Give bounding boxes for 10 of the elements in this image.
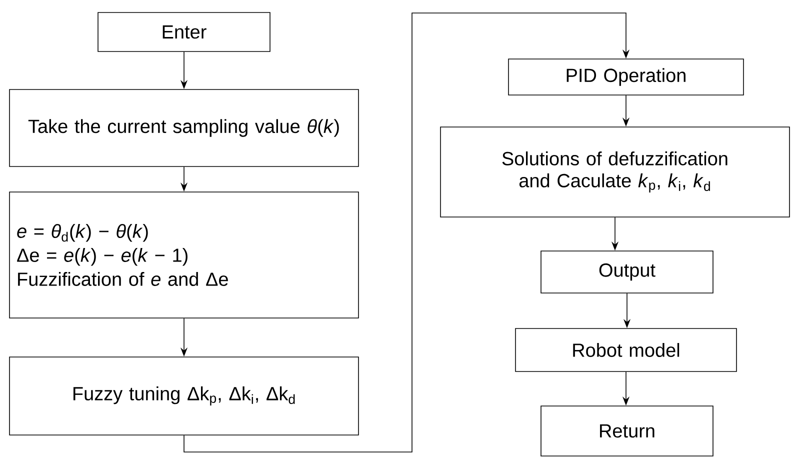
arrow	[184, 12, 630, 452]
process-box: e = θ$_{d}$(k) − θ(k) Δe = e(k) − e(k − 1) Fuzzification of e and Δe	[9, 192, 359, 318]
process-box: Enter	[98, 12, 270, 52]
process-box: Solutions of defuzzification and Caculate k$_{p}$, k$_{i}$, k$_{d}$	[440, 126, 790, 218]
process-box: Robot model	[515, 328, 737, 372]
process-box: Fuzzy tuning Δk$_{p}$, Δk$_{i}$, Δk$_{d}$	[9, 356, 359, 436]
process-box: Take the current sampling value θ(k)	[9, 89, 359, 167]
process-box: Return	[540, 406, 714, 456]
process-box: Output	[540, 250, 714, 294]
process-box: PID Operation	[508, 58, 744, 96]
